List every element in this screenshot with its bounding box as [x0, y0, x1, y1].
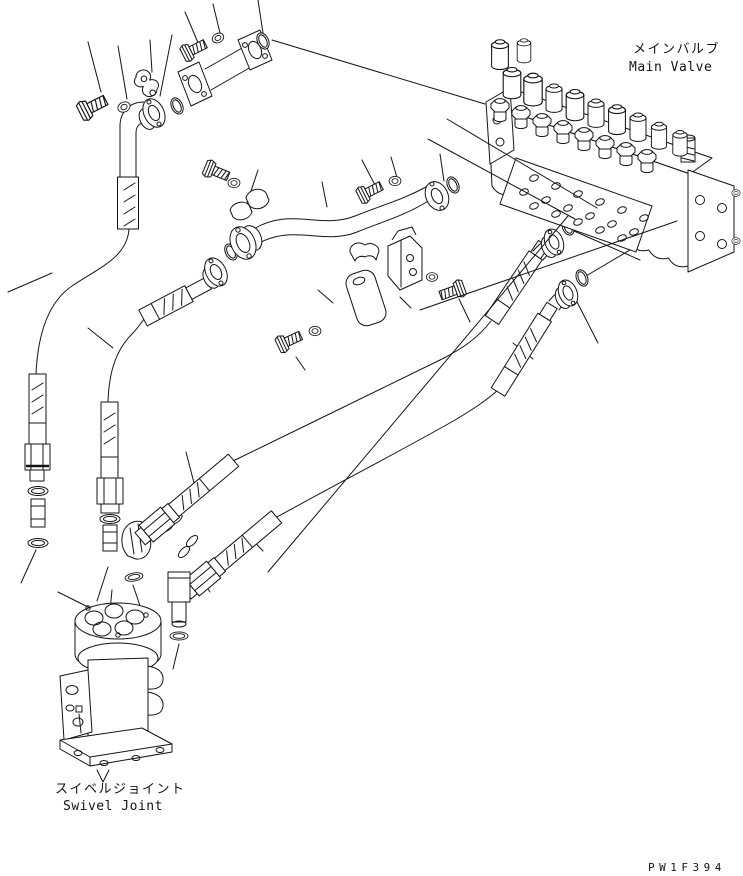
- s-pipe-assembly: [201, 158, 463, 260]
- spool-left-flange: [177, 61, 213, 107]
- pipe-body: [251, 185, 431, 247]
- leader-lines-valve: [267, 118, 678, 573]
- o-ring: [177, 545, 191, 559]
- fitting-nose: [29, 469, 45, 482]
- top-left-hardware: [74, 69, 187, 123]
- o-ring: [169, 631, 189, 641]
- clamp-bracket-assembly: [273, 226, 468, 355]
- hex-bolt: [273, 326, 305, 355]
- o-ring: [99, 514, 121, 524]
- hose-sleeve: [490, 301, 558, 397]
- hose-hex-fitting: [96, 477, 124, 505]
- hose-clamp-upper: [349, 242, 380, 262]
- hex-bolt: [74, 90, 111, 123]
- joint-fin: [147, 665, 164, 690]
- fitting-nose: [100, 503, 120, 514]
- joint-fin: [147, 691, 164, 716]
- pipe-clamp-half: [229, 201, 253, 221]
- adapter-fitting: [167, 571, 191, 641]
- swivel-joint-label-en: Swivel Joint: [63, 799, 163, 814]
- hose-curve: [107, 315, 147, 403]
- washer: [308, 325, 322, 337]
- o-ring: [573, 267, 591, 289]
- hose-flange: [543, 228, 565, 256]
- elbow-flange: [142, 98, 166, 128]
- hose-sleeve: [138, 277, 212, 327]
- leader-lines-left: [7, 272, 114, 349]
- hose-flange: [204, 257, 228, 287]
- hose-sleeve: [117, 176, 139, 230]
- washer: [425, 272, 439, 282]
- valve-right-end: [687, 169, 735, 273]
- leader-lines-bottom: [20, 549, 211, 670]
- hex-bolt: [178, 35, 210, 64]
- hex-bolt: [354, 177, 386, 206]
- o-ring: [27, 486, 49, 496]
- swivel-joint-label-jp: スイベルジョイント: [55, 782, 186, 797]
- joint-ports: [84, 603, 149, 638]
- hose-hex-fitting: [134, 453, 240, 546]
- hose-curve: [232, 320, 492, 462]
- o-ring: [185, 534, 199, 548]
- hose-flange: [557, 279, 579, 307]
- leader-lines-pipe: [245, 153, 445, 208]
- valve-pilot-cap: [491, 39, 509, 71]
- hex-bolt: [436, 278, 468, 305]
- mounting-bracket: [387, 235, 423, 291]
- main-valve-assembly: [485, 38, 741, 273]
- o-ring: [123, 570, 145, 584]
- end-bolt: [731, 237, 741, 245]
- end-bolt: [731, 189, 741, 197]
- valve-pilot-cap: [516, 38, 532, 64]
- hose-sleeve: [484, 239, 549, 325]
- o-ring: [167, 95, 187, 117]
- main-valve-label-jp: メインバルブ: [633, 41, 720, 57]
- hose-lower-tube: [28, 373, 47, 445]
- leader-lines-clamp: [295, 289, 471, 371]
- swivel-joint-assembly: [59, 602, 173, 783]
- hose-clamp-plate: [133, 69, 159, 97]
- leader-lines-top: [87, 0, 486, 105]
- flanged-hose-assembly: [96, 241, 241, 584]
- port-holes: [519, 174, 649, 242]
- drawing-code: PW1F394: [648, 861, 726, 874]
- adapter-nipple: [30, 498, 46, 528]
- down-arrow: [96, 769, 110, 783]
- pipe-spool-assembly: [177, 29, 273, 107]
- adapter-nipple: [102, 524, 118, 552]
- o-ring: [27, 538, 49, 548]
- main-valve-label-en: Main Valve: [629, 60, 712, 75]
- pipe-clamp-half: [245, 188, 270, 210]
- hose-clamp-block: [345, 269, 387, 327]
- joint-top-face: [74, 602, 162, 640]
- long-hose-b: [180, 267, 591, 600]
- washer: [210, 30, 226, 46]
- washer: [388, 175, 402, 187]
- hose-hex-fitting: [180, 510, 283, 600]
- valve-port-plate: [499, 157, 653, 253]
- hex-bolt: [201, 158, 233, 186]
- hose-curve: [35, 228, 130, 375]
- washer: [227, 177, 241, 189]
- elbow-hose-assembly: [24, 98, 166, 548]
- hose-curve: [276, 388, 500, 518]
- bracket-tab: [391, 226, 417, 241]
- joint-body: [87, 657, 149, 737]
- joint-side-bracket: [59, 669, 93, 741]
